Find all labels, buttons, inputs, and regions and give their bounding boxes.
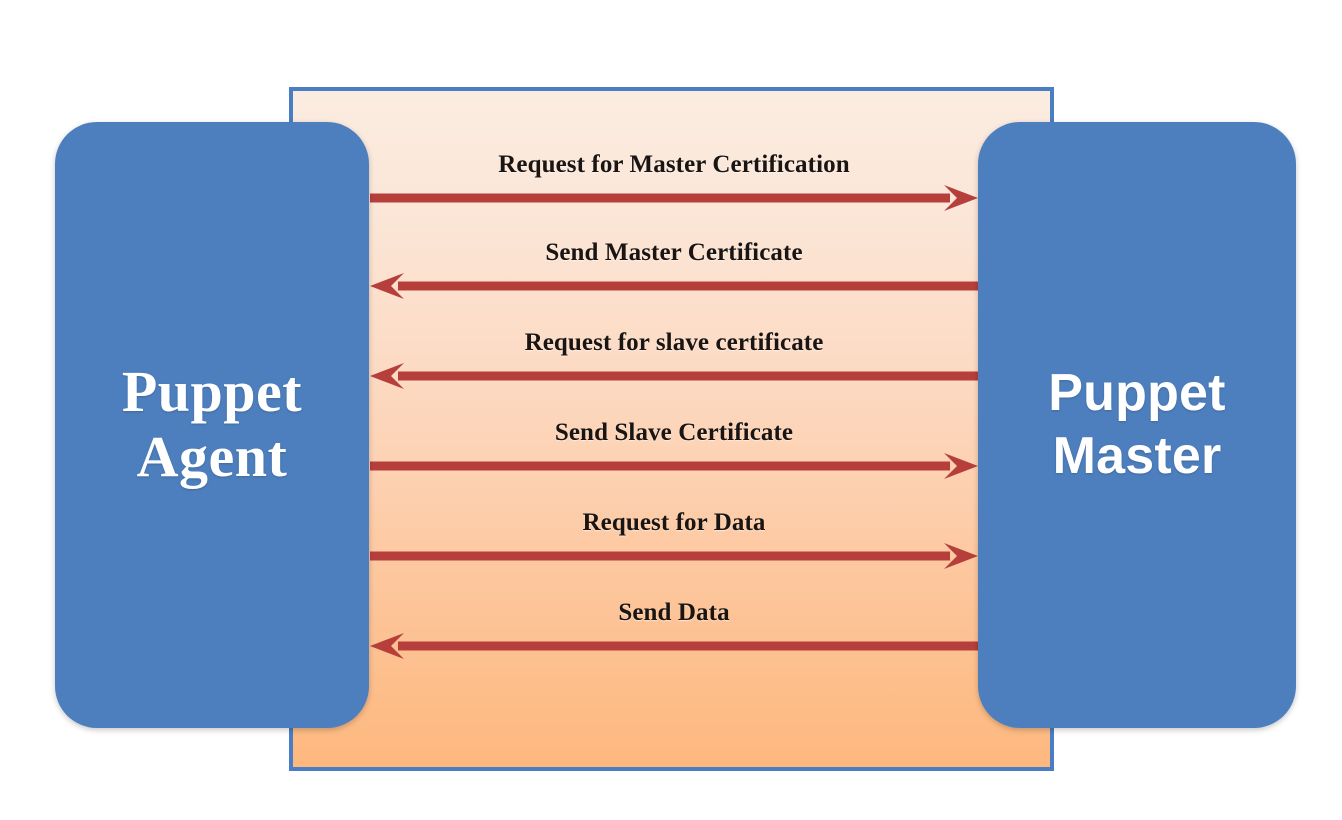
participant-puppet-master[interactable]: Puppet Master [978,122,1296,728]
participant-puppet-agent[interactable]: Puppet Agent [55,122,369,728]
arrow-right-icon [370,185,978,211]
arrow-right-icon [370,543,978,569]
message-row: Send Data [370,599,978,659]
message-row: Request for Data [370,509,978,569]
message-row: Send Slave Certificate [370,419,978,479]
message-arrow-right [370,453,978,479]
message-row: Request for slave certificate [370,329,978,389]
message-arrow-right [370,185,978,211]
message-label: Request for slave certificate [524,329,824,356]
message-label: Request for Data [582,509,766,536]
arrow-left-icon [370,363,978,389]
arrow-left-icon [370,633,978,659]
message-label: Request for Master Certification [498,151,850,178]
message-row: Request for Master Certification [370,151,978,211]
message-label: Send Slave Certificate [554,419,794,446]
arrow-right-icon [370,453,978,479]
message-label: Send Master Certificate [545,239,803,266]
participant-label: Puppet Agent [121,359,303,489]
message-arrow-right [370,543,978,569]
participant-label: Puppet Master [1048,363,1226,485]
message-label: Send Data [618,599,730,626]
message-arrow-left [370,633,978,659]
message-arrow-left [370,363,978,389]
arrow-left-icon [370,273,978,299]
message-arrow-left [370,273,978,299]
message-row: Send Master Certificate [370,239,978,299]
